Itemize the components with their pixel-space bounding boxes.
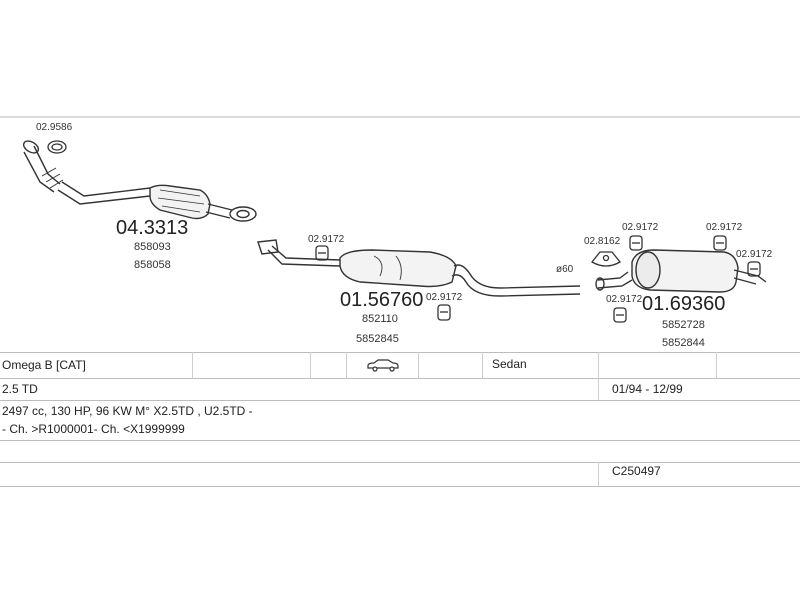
middle-silencer-part-number: 01.56760 [340,289,423,311]
table-rule [0,440,800,441]
car-sedan-icon [366,358,400,375]
middle-silencer-assembly [257,239,581,297]
vehicle-body-type: Sedan [492,357,527,371]
rear-silencer-part-number: 01.69360 [642,293,725,315]
clamp-rear-3-icon [747,261,761,277]
clamp-rear-1-label: 02.9172 [622,222,659,233]
table-divider [418,352,419,378]
clamp-rear-4-label: 02.9172 [606,294,643,305]
vehicle-model: Omega B [CAT] [2,358,86,372]
clamp-mid-2-icon [437,304,451,321]
front-pipe-assembly [22,140,257,222]
table-divider [192,352,193,378]
table-divider [346,352,347,378]
diameter-label: ø60 [556,264,574,275]
table-rule [0,352,800,353]
clamp-rear-2-icon [713,235,727,251]
middle-silencer-oem-1: 852110 [362,313,398,325]
table-divider [482,352,483,378]
clamp-rear-4-icon [613,307,627,323]
rear-silencer-assembly [595,249,767,293]
table-divider [598,352,599,378]
table-rule [0,400,800,401]
vehicle-spec: 2497 cc, 130 HP, 96 KW M° X2.5TD , U2.5T… [2,404,253,418]
rubber-mount-icon [591,251,621,267]
clamp-mid-1-icon [315,245,329,261]
clamp-rear-1-icon [629,235,643,251]
clamp-front-label: 02.9586 [36,122,73,133]
clamp-mid-1-label: 02.9172 [308,234,345,245]
rear-silencer-oem-1: 5852728 [662,319,705,331]
vehicle-engine: 2.5 TD [2,382,38,396]
table-divider [310,352,311,378]
table-rule [0,378,800,379]
table-divider [716,352,717,378]
table-rule [0,486,800,487]
front-pipe-oem-2: 858058 [134,259,171,271]
rubber-mount-label: 02.8162 [584,236,621,247]
front-pipe-oem-1: 858093 [134,241,171,253]
vehicle-period: 01/94 - 12/99 [612,382,683,396]
table-rule [0,462,800,463]
front-pipe-part-number: 04.3313 [116,217,188,239]
vehicle-chassis: - Ch. >R1000001- Ch. <X1999999 [2,422,185,436]
middle-silencer-oem-2: 5852845 [356,333,399,345]
clamp-rear-3-label: 02.9172 [736,249,773,260]
clamp-mid-2-label: 02.9172 [426,292,463,303]
catalog-code: C250497 [612,464,661,478]
clamp-rear-2-label: 02.9172 [706,222,743,233]
table-divider [598,462,599,486]
clamp-front-icon [47,140,67,154]
rear-silencer-oem-2: 5852844 [662,337,705,349]
table-divider [598,378,599,400]
